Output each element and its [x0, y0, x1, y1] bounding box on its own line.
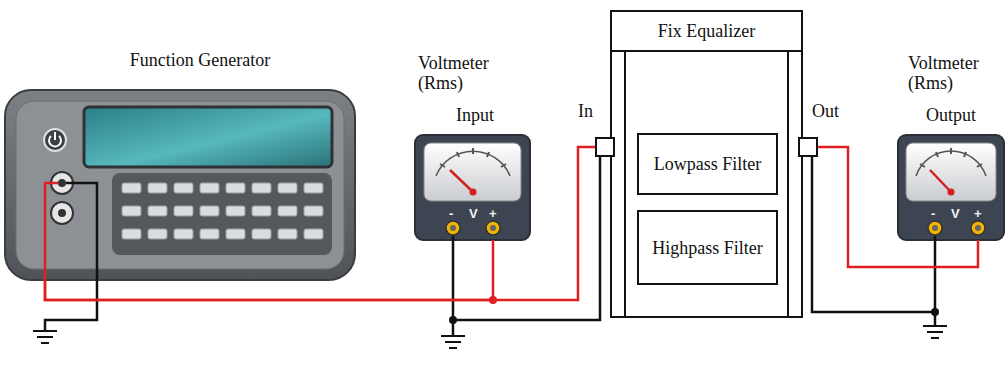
voltmeter-node: Voltmeter (Rms)Input — [415, 135, 530, 240]
unit-label: V — [951, 205, 960, 223]
device-title: Voltmeter (Rms) — [908, 53, 1000, 93]
port-name: Input — [435, 105, 515, 125]
device-title: Function Generator — [65, 50, 335, 70]
filter-box: Highpass Filter — [637, 210, 778, 285]
filter-name: Highpass Filter — [645, 212, 770, 283]
filter-box: Lowpass Filter — [637, 133, 778, 195]
ground-symbol — [33, 326, 947, 348]
function-generator-node: Function Generator — [5, 90, 355, 280]
unit-label: V — [469, 205, 478, 223]
filter-name: Lowpass Filter — [645, 135, 770, 193]
output-voltmeter — [898, 135, 1004, 240]
signal-wire — [803, 147, 978, 267]
terminal-sign: + — [974, 205, 982, 223]
function-generator — [5, 90, 355, 281]
box-heading: Fix Equalizer — [612, 12, 801, 52]
terminal-sign: - — [931, 205, 935, 223]
equalizer-frame — [625, 50, 788, 318]
port-label: Out — [812, 102, 839, 120]
port-name: Output — [906, 105, 996, 125]
input-voltmeter — [415, 135, 530, 240]
equalizer-box: Fix EqualizerLowpass FilterHighpass Filt… — [610, 10, 803, 318]
terminal-sign: + — [489, 205, 497, 223]
terminal-sign: - — [449, 205, 453, 223]
junction-dot — [489, 296, 497, 304]
voltmeter-node: Voltmeter (Rms)Output — [898, 135, 1004, 240]
signal-wire — [45, 240, 493, 300]
signal-wire — [45, 147, 610, 300]
port-label: In — [578, 102, 593, 120]
junction-dot — [449, 308, 939, 324]
device-title: Voltmeter (Rms) — [418, 53, 510, 93]
